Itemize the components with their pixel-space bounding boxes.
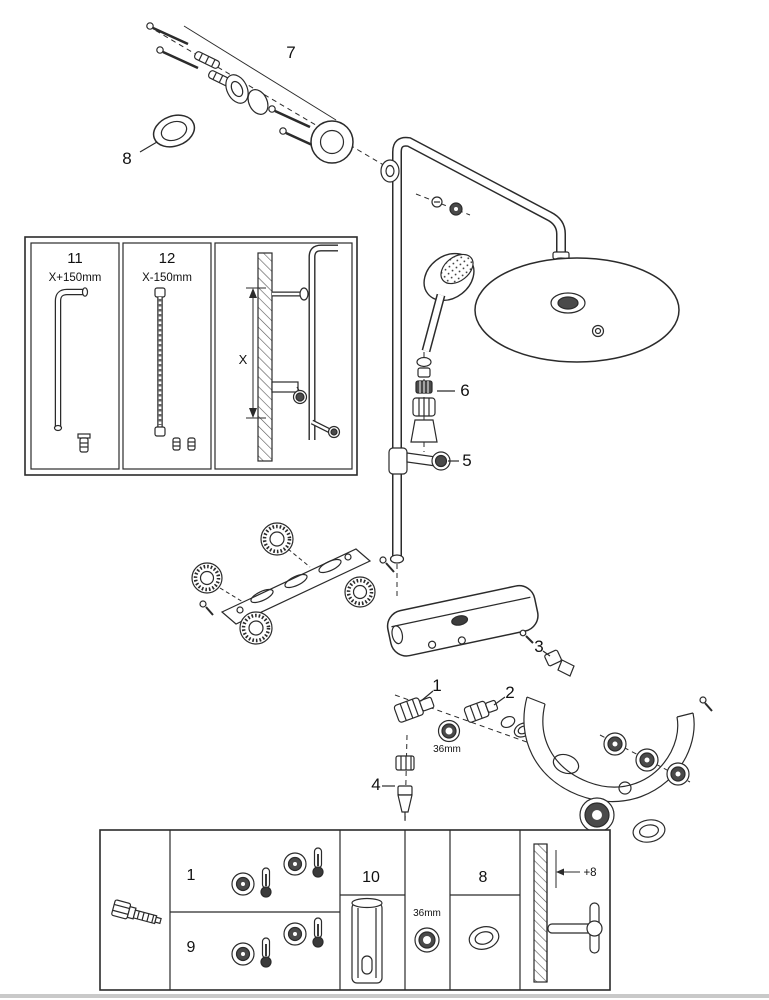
footer-rule (0, 994, 769, 998)
screw-icon (146, 22, 322, 151)
length-options-inset: 11 X+150mm 12 X-150mm (24, 236, 358, 476)
knob-thermometer-icon (231, 847, 324, 968)
panel-8-label: 8 (479, 869, 488, 886)
callout-2-label: 2 (505, 683, 514, 702)
callout-4-label: 4 (371, 775, 380, 794)
nut-dimension-label: 36mm (433, 744, 461, 755)
panel-10-label: 10 (362, 869, 380, 886)
wall-offset-diagram: +8 (533, 843, 603, 983)
rain-shower-head-icon (474, 257, 680, 363)
callout-7-label: 7 (286, 43, 295, 62)
row-1-label: 1 (187, 867, 196, 884)
ring-dimension-label: 36mm (413, 908, 441, 919)
escutcheon-cone-icon (225, 74, 269, 115)
panel-12-dimension: X-150mm (142, 272, 192, 284)
handle-knob-icon (603, 732, 690, 786)
hand-shower-group (421, 252, 475, 353)
row-9-label: 9 (187, 939, 196, 956)
cartridge-icon (393, 696, 435, 723)
panel-wall-dimension: X (239, 352, 248, 367)
callout-5-label: 5 (462, 451, 471, 470)
escutcheon-knob-icon (191, 522, 376, 645)
escutcheon-ring-group: 8 (122, 114, 196, 168)
cartridge-icon (463, 699, 499, 723)
sleeve-icon (351, 897, 383, 984)
callout-6-label: 6 (460, 381, 469, 400)
slider-bracket-icon (388, 447, 451, 475)
wall-fixings-group: 7 (146, 22, 393, 171)
shower-riser-group (380, 136, 680, 600)
wall-bar-bracket-group (523, 696, 713, 843)
aerator-icon (395, 755, 415, 820)
hose-nut-icon (415, 380, 433, 394)
callout-3-label: 3 (534, 637, 543, 656)
check-valve-icon (544, 649, 562, 667)
adapter-fitting-icon (111, 899, 162, 925)
mounting-plate-group (191, 522, 395, 645)
wall-ring-icon (310, 120, 354, 164)
parts-reference-inset: 1 9 10 36mm 8 (99, 829, 611, 991)
valve-body-group (386, 584, 539, 657)
wall-offset-label: +8 (583, 867, 596, 879)
panel-12-number: 12 (159, 250, 176, 267)
panel-11-number: 11 (67, 250, 83, 267)
panel-11-dimension: X+150mm (49, 272, 102, 284)
hose-parts-group: 6 5 (388, 352, 472, 475)
callout-1-label: 1 (432, 676, 441, 695)
cartridge-parts-group: 1 36mm 2 3 (371, 629, 575, 823)
callout-8-label: 8 (122, 149, 131, 168)
